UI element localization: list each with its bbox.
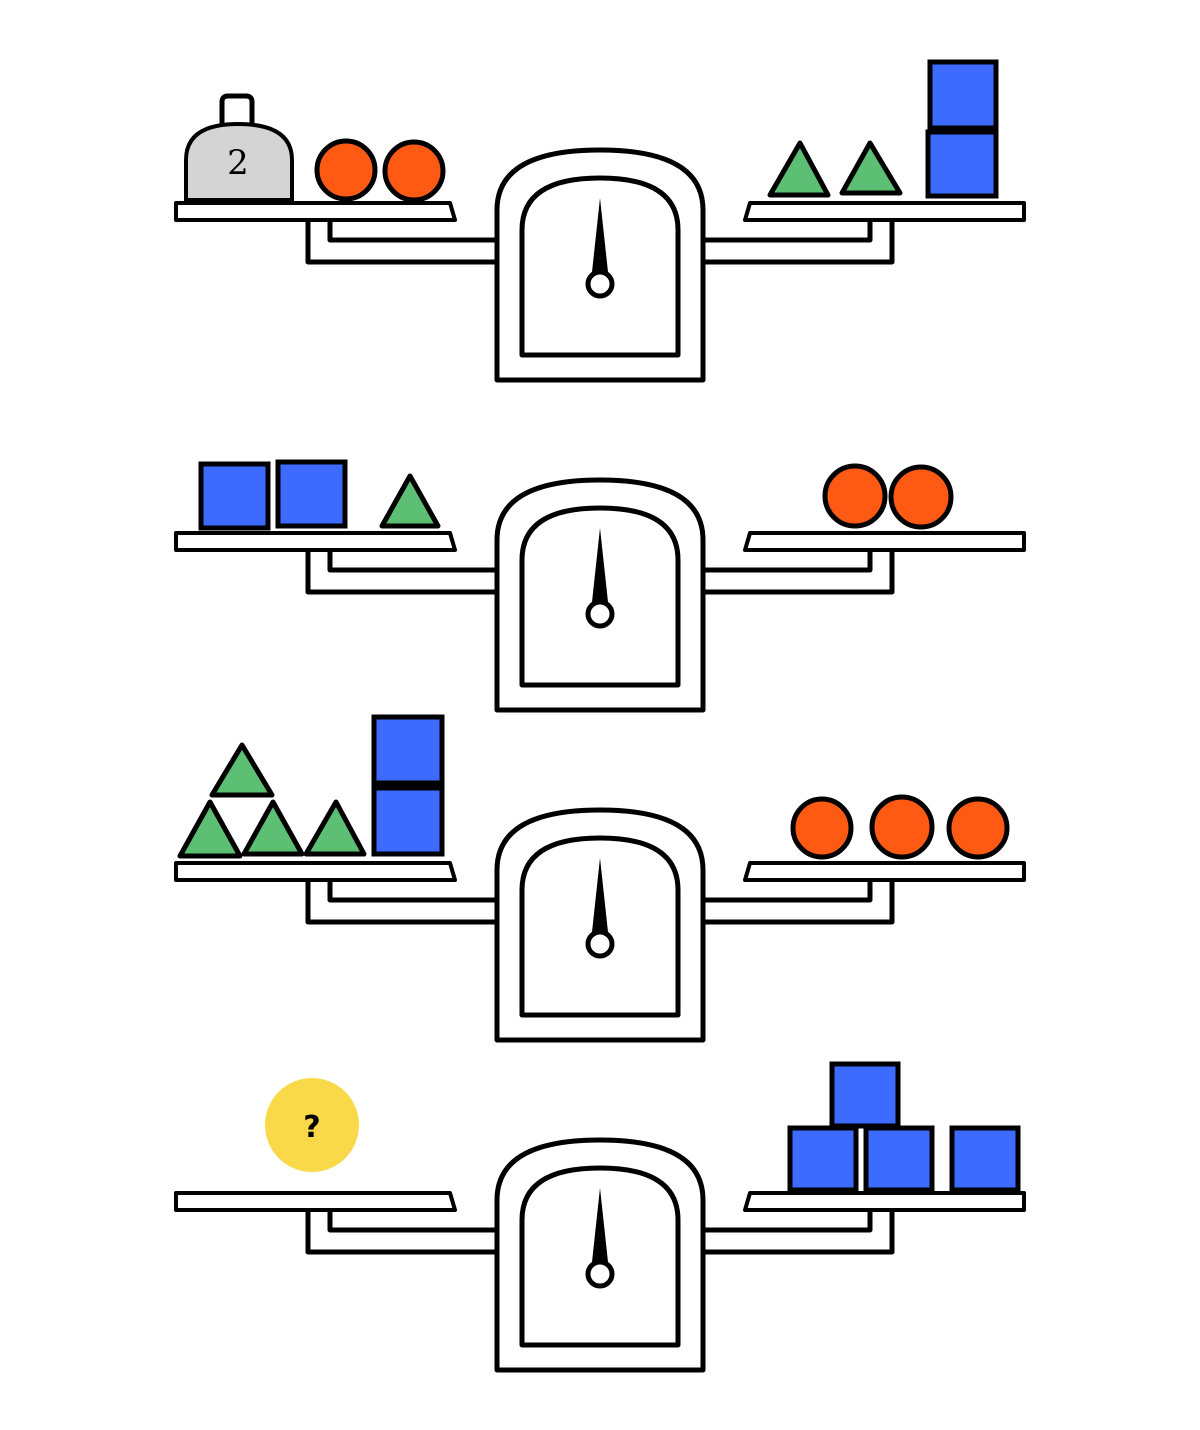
- orange-circle-icon: [822, 463, 888, 529]
- blue-square-icon: [371, 785, 445, 857]
- scale-1: 2: [176, 59, 1024, 380]
- blue-square-icon: [787, 1125, 859, 1193]
- scale-2-right-pan-items: [822, 463, 954, 530]
- orange-circle-icon: [382, 139, 446, 203]
- blue-square-icon: [863, 1125, 935, 1193]
- weight-label: 2: [227, 143, 249, 183]
- weight-icon: 2: [184, 93, 294, 202]
- orange-circle-icon: [869, 794, 935, 860]
- orange-circle-icon: [888, 464, 954, 530]
- blue-square-icon: [275, 459, 348, 529]
- green-triangle-icon: [177, 799, 243, 859]
- question-mark-icon: ?: [265, 1078, 359, 1172]
- blue-square-icon: [371, 714, 445, 786]
- green-triangle-icon: [303, 799, 367, 857]
- scale-4: ?: [176, 1061, 1024, 1370]
- scale-3-right-pan-items: [790, 794, 1010, 860]
- green-triangle-icon: [209, 742, 275, 798]
- blue-square-icon: [925, 129, 999, 199]
- scale-2-left-pan-items: [198, 459, 441, 531]
- scale-4-right-pan-items: [787, 1061, 1021, 1193]
- blue-square-icon: [927, 59, 999, 131]
- orange-circle-icon: [314, 138, 378, 202]
- unknown-circle: [265, 1078, 359, 1172]
- blue-square-icon: [198, 461, 271, 531]
- orange-circle-icon: [946, 796, 1010, 860]
- weight-body: [184, 121, 294, 202]
- scale-3: [176, 714, 1024, 1040]
- green-triangle-icon: [839, 140, 903, 196]
- blue-square-icon: [949, 1125, 1021, 1193]
- scale-4-left-pan-items: ?: [265, 1078, 359, 1172]
- scale-3-left-pan-items: [177, 714, 445, 859]
- scale-1-right-pan-items: [767, 59, 999, 199]
- green-triangle-icon: [767, 140, 831, 198]
- scale-2: [176, 459, 1024, 710]
- green-triangle-icon: [241, 799, 305, 857]
- scale-1-left-pan-items: 2: [184, 93, 446, 203]
- blue-square-icon: [829, 1061, 901, 1129]
- green-triangle-icon: [379, 473, 441, 529]
- orange-circle-icon: [790, 796, 854, 860]
- unknown-label: ?: [303, 1110, 320, 1145]
